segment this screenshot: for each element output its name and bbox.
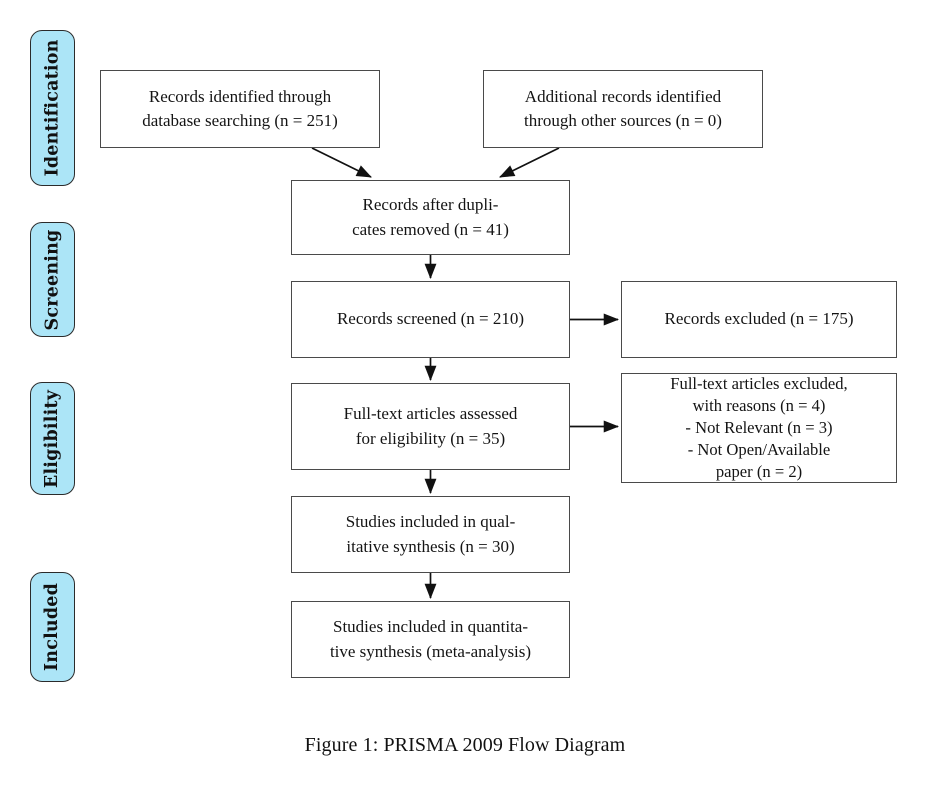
- phase-label-identification: Identification: [30, 30, 75, 186]
- phase-label-screening-text: Screening: [42, 229, 63, 330]
- box-fulltext-assessed-text: Full-text articles assessed for eligibil…: [343, 404, 518, 448]
- box-records-screened: Records screened (n = 210): [291, 281, 570, 358]
- box-records-excluded-text: Records excluded (n = 175): [664, 309, 854, 329]
- box-qualitative-synthesis-text: Studies included in qual- itative synthe…: [345, 512, 516, 556]
- box-additional-records: Additional records identified through ot…: [483, 70, 763, 148]
- edge-identified-to-duplicates: [311, 147, 372, 178]
- box-records-excluded: Records excluded (n = 175): [621, 281, 897, 358]
- box-records-identified: Records identified through database sear…: [100, 70, 380, 148]
- phase-label-included: Included: [30, 572, 75, 682]
- edge-additional-to-duplicates: [499, 147, 560, 178]
- box-additional-records-text: Additional records identified through ot…: [524, 86, 722, 130]
- phase-label-included-text: Included: [42, 582, 63, 672]
- phase-label-eligibility: Eligibility: [30, 382, 75, 495]
- box-records-identified-text: Records identified through database sear…: [142, 86, 338, 130]
- box-quantitative-synthesis: Studies included in quantita- tive synth…: [291, 601, 570, 678]
- box-fulltext-excluded-text: Full-text articles excluded, with reason…: [670, 373, 848, 482]
- box-records-screened-text: Records screened (n = 210): [336, 309, 525, 329]
- box-fulltext-excluded: Full-text articles excluded, with reason…: [621, 373, 897, 483]
- box-qualitative-synthesis: Studies included in qual- itative synthe…: [291, 496, 570, 573]
- box-quantitative-synthesis-text: Studies included in quantita- tive synth…: [329, 617, 532, 661]
- box-fulltext-assessed: Full-text articles assessed for eligibil…: [291, 383, 570, 470]
- phase-label-identification-text: Identification: [42, 39, 63, 177]
- figure-caption: Figure 1: PRISMA 2009 Flow Diagram: [304, 734, 626, 756]
- phase-label-eligibility-text: Eligibility: [42, 389, 63, 488]
- phase-label-screening: Screening: [30, 222, 75, 337]
- box-duplicates-removed: Records after dupli- cates removed (n = …: [291, 180, 570, 255]
- box-duplicates-removed-text: Records after dupli- cates removed (n = …: [352, 195, 509, 239]
